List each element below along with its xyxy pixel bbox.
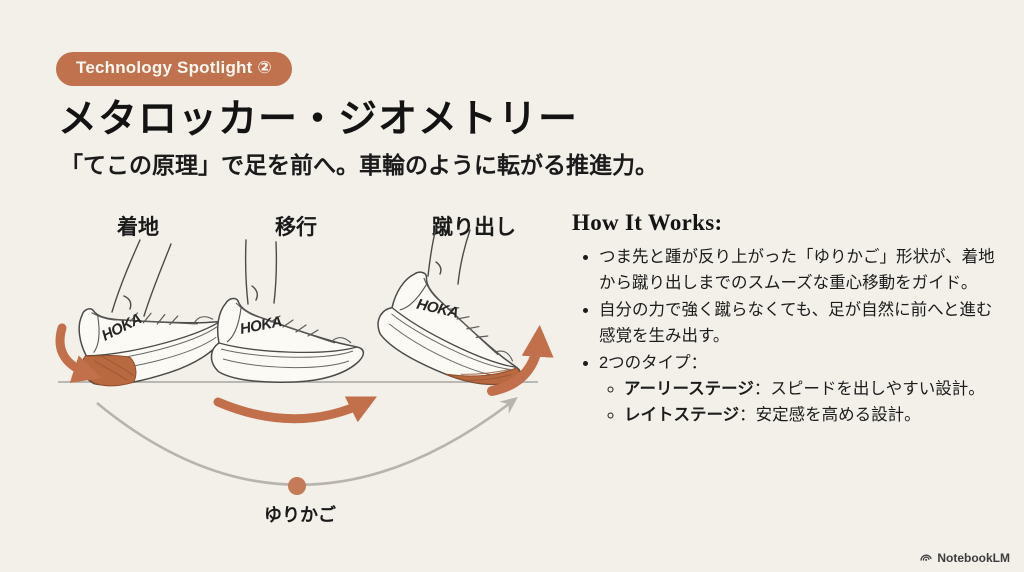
subtitle: 「てこの原理」で足を前へ。車輪のように転がる推進力。	[60, 152, 658, 178]
rocker-pivot-dot	[288, 477, 306, 495]
notebooklm-watermark: NotebookLM	[919, 551, 1010, 565]
toe-off-arrow	[487, 324, 554, 396]
shoe-pushoff: HOKA	[368, 263, 543, 403]
how-it-works-list: つま先と踵が反り上がった「ゆりかご」形状が、着地から蹴り出しまでのスムーズな重心…	[572, 244, 996, 428]
shoe-rocker-illustration: HOKA HOKA HOKA	[55, 227, 554, 495]
how-it-works-heading: How It Works:	[572, 210, 723, 235]
spotlight-badge: Technology Spotlight ②	[56, 52, 293, 86]
leg-lines	[111, 227, 471, 317]
list-item: レイトステージ：安定感を高める設計。	[624, 402, 996, 428]
rocker-label: ゆりかご	[264, 505, 336, 525]
heel-strike-arrow	[55, 323, 102, 383]
phase-label-landing: 着地	[117, 216, 159, 239]
roll-forward-arrow	[213, 396, 378, 424]
list-item: 2つのタイプ： アーリーステージ：スピードを出しやすい設計。 レイトステージ：安…	[599, 350, 996, 428]
phase-label-transition: 移行	[275, 216, 317, 239]
how-it-works-panel: How It Works: つま先と踵が反り上がった「ゆりかご」形状が、着地から…	[572, 210, 996, 429]
type-sublist: アーリーステージ：スピードを出しやすい設計。 レイトステージ：安定感を高める設計…	[599, 376, 996, 428]
page-title: メタロッカー・ジオメトリー	[58, 98, 579, 141]
motion-arrows	[55, 323, 554, 424]
list-item: つま先と踵が反り上がった「ゆりかご」形状が、着地から蹴り出しまでのスムーズな重心…	[599, 244, 996, 296]
notebooklm-label: NotebookLM	[937, 551, 1010, 565]
phase-label-pushoff: 蹴り出し	[432, 216, 516, 239]
list-item: 自分の力で強く蹴らなくても、足が自然に前へと進む感覚を生み出す。	[599, 297, 996, 349]
rocker-arc	[96, 397, 518, 486]
shoe-transition: HOKA	[210, 297, 365, 383]
list-item: アーリーステージ：スピードを出しやすい設計。	[624, 376, 996, 402]
notebooklm-icon	[920, 554, 932, 561]
